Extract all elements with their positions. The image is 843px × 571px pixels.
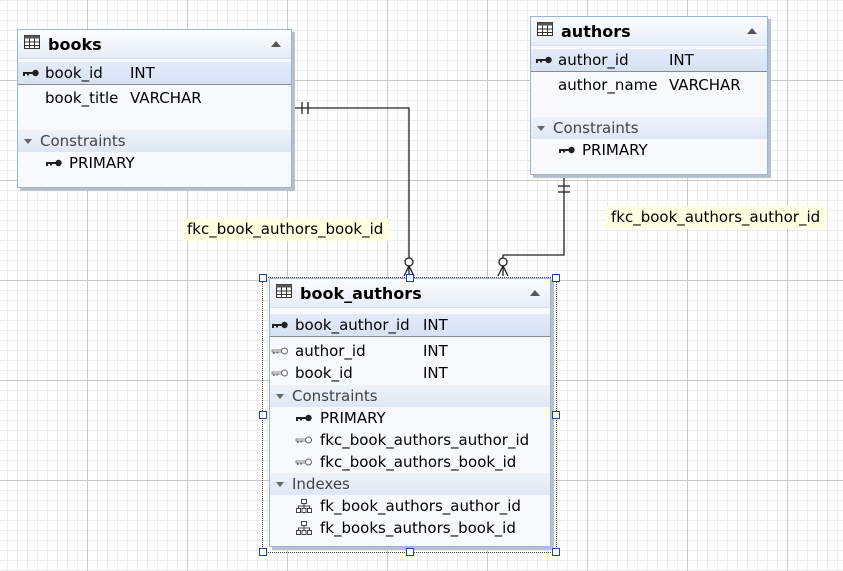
- constraints-section-header[interactable]: Constraints: [531, 117, 767, 139]
- entity-header[interactable]: book_authors: [270, 279, 550, 308]
- column-name: book_id: [45, 64, 103, 82]
- section-label: Indexes: [292, 475, 350, 493]
- foreign-key-icon: [270, 347, 290, 355]
- indexes-section-header[interactable]: Indexes: [270, 473, 550, 495]
- primary-key-icon: [534, 56, 554, 64]
- primary-key-icon: [557, 146, 577, 154]
- crowfoot-zero-circle: [404, 257, 414, 267]
- resize-handle-bottom-right[interactable]: [552, 548, 560, 556]
- constraint-row[interactable]: fkc_book_authors_author_id: [270, 429, 550, 451]
- expand-triangle-icon[interactable]: [276, 481, 284, 487]
- resize-handle-top[interactable]: [406, 274, 414, 282]
- resize-handle-bottom[interactable]: [406, 548, 414, 556]
- constraint-row[interactable]: PRIMARY: [270, 407, 550, 429]
- table-grid-icon: [24, 35, 40, 53]
- column-type: INT: [130, 64, 155, 82]
- constraint-name: PRIMARY: [69, 154, 135, 172]
- constraint-name: PRIMARY: [320, 409, 386, 427]
- primary-key-icon: [270, 321, 290, 329]
- entity-title: book_authors: [300, 283, 422, 303]
- resize-handle-top-right[interactable]: [552, 274, 560, 282]
- expand-triangle-icon[interactable]: [24, 138, 32, 144]
- collapse-arrow-icon[interactable]: [271, 41, 281, 47]
- column-row[interactable]: author_id INT: [270, 340, 550, 362]
- index-row[interactable]: fk_books_authors_book_id: [270, 517, 550, 539]
- column-row[interactable]: book_title VARCHAR: [18, 85, 291, 111]
- column-row[interactable]: book_author_id INT: [270, 314, 550, 337]
- resize-handle-bottom-left[interactable]: [259, 548, 267, 556]
- constraint-name: fkc_book_authors_book_id: [320, 453, 517, 471]
- index-tree-icon: [294, 521, 314, 535]
- column-row[interactable]: author_name VARCHAR: [531, 72, 767, 98]
- collapse-arrow-icon[interactable]: [530, 290, 540, 296]
- section-label: Constraints: [553, 119, 639, 137]
- column-name: author_name: [558, 76, 658, 94]
- entity-authors[interactable]: authors author_id INT author_name VARCHA…: [530, 16, 768, 175]
- primary-key-icon: [21, 69, 41, 77]
- index-row[interactable]: fk_book_authors_author_id: [270, 495, 550, 517]
- column-name: author_id: [558, 51, 629, 69]
- column-type: VARCHAR: [130, 89, 202, 107]
- index-tree-icon: [294, 499, 314, 513]
- column-name: book_title: [45, 89, 119, 107]
- column-name: book_author_id: [295, 316, 410, 334]
- index-name: fk_book_authors_author_id: [320, 497, 521, 515]
- foreign-key-icon: [294, 436, 314, 444]
- column-name: author_id: [295, 342, 366, 360]
- column-type: INT: [423, 342, 448, 360]
- foreign-key-icon: [270, 369, 290, 377]
- collapse-arrow-icon[interactable]: [747, 28, 757, 34]
- section-label: Constraints: [292, 387, 378, 405]
- expand-triangle-icon[interactable]: [276, 393, 284, 399]
- crowfoot-many-mark: [497, 264, 509, 277]
- relationship-label-author-id[interactable]: fkc_book_authors_author_id: [606, 206, 827, 229]
- column-type: INT: [423, 364, 448, 382]
- constraints-section-header[interactable]: Constraints: [270, 385, 550, 407]
- column-row[interactable]: author_id INT: [531, 49, 767, 72]
- column-row[interactable]: book_id INT: [18, 62, 291, 85]
- column-type: INT: [669, 51, 694, 69]
- relationship-label-book-id[interactable]: fkc_book_authors_book_id: [182, 218, 390, 241]
- resize-handle-top-left[interactable]: [259, 274, 267, 282]
- entity-title: authors: [561, 21, 631, 41]
- column-type: VARCHAR: [669, 76, 741, 94]
- column-type: INT: [423, 316, 448, 334]
- connector-authors-book-authors: [502, 176, 565, 262]
- crowfoot-zero-circle: [498, 257, 508, 267]
- entity-header[interactable]: books: [18, 30, 291, 59]
- column-row[interactable]: book_id INT: [270, 362, 550, 384]
- table-grid-icon: [276, 284, 292, 302]
- foreign-key-icon: [294, 458, 314, 466]
- constraint-name: fkc_book_authors_author_id: [320, 431, 530, 449]
- constraint-row[interactable]: fkc_book_authors_book_id: [270, 451, 550, 473]
- entity-book-authors[interactable]: book_authors book_author_id INT author_i…: [269, 278, 551, 547]
- constraint-name: PRIMARY: [582, 141, 648, 159]
- constraint-row[interactable]: PRIMARY: [531, 139, 767, 161]
- entity-title: books: [48, 34, 102, 54]
- primary-key-icon: [294, 414, 314, 422]
- constraint-row[interactable]: PRIMARY: [18, 152, 291, 174]
- entity-header[interactable]: authors: [531, 17, 767, 46]
- constraints-section-header[interactable]: Constraints: [18, 130, 291, 152]
- entity-books[interactable]: books book_id INT book_title VARCHAR Con…: [17, 29, 292, 188]
- table-grid-icon: [537, 22, 553, 40]
- section-label: Constraints: [40, 132, 126, 150]
- expand-triangle-icon[interactable]: [537, 125, 545, 131]
- index-name: fk_books_authors_book_id: [320, 519, 516, 537]
- resize-handle-right[interactable]: [552, 411, 560, 419]
- column-name: book_id: [295, 364, 353, 382]
- primary-key-icon: [44, 159, 64, 167]
- resize-handle-left[interactable]: [259, 411, 267, 419]
